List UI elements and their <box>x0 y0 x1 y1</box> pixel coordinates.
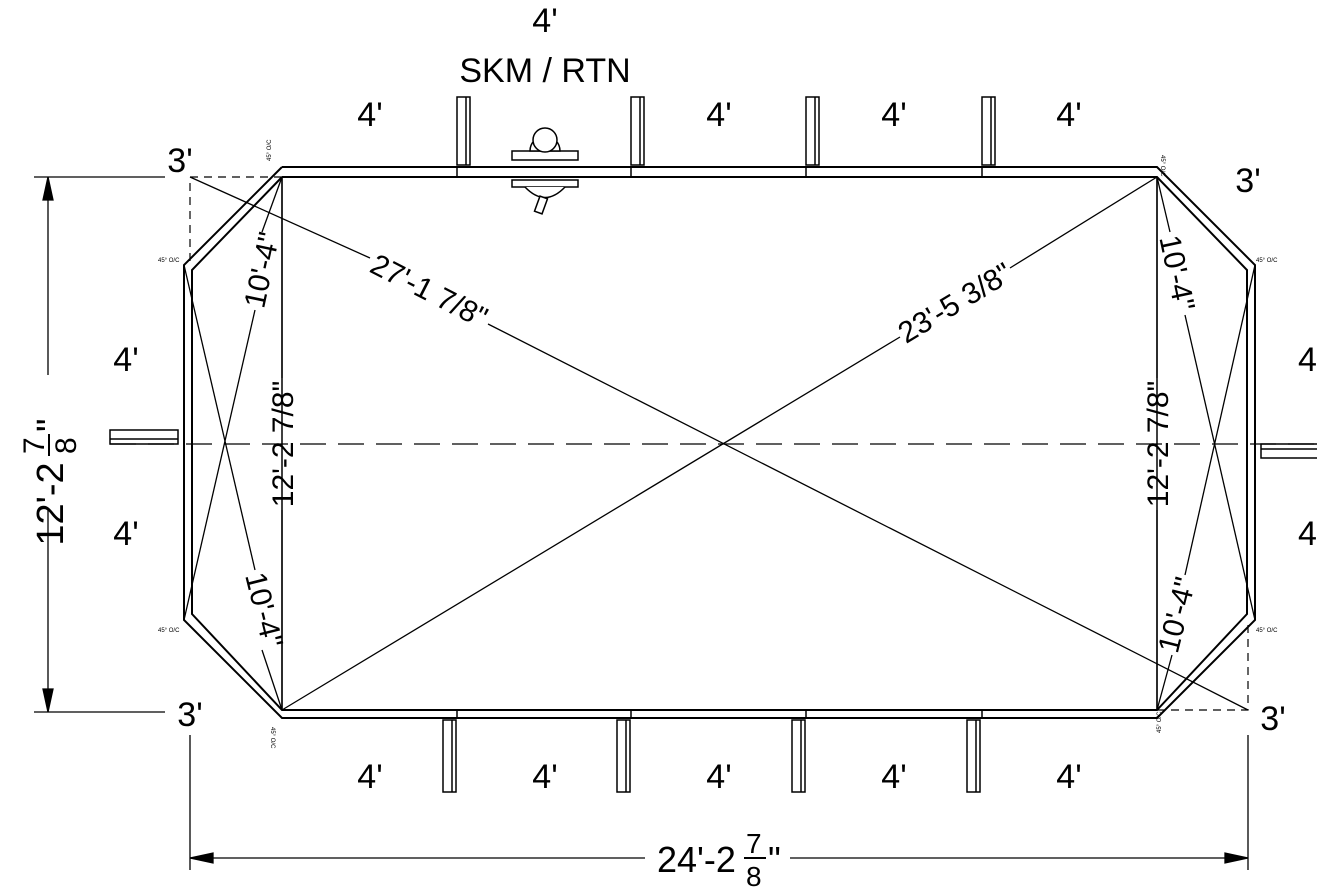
right-corner-diagonals <box>1156 176 1256 711</box>
corner-label-bottom-left: 3' <box>177 696 202 734</box>
angle-note: 45° O/C <box>269 727 275 749</box>
inner-width-label-left: 12'-2 7/8" <box>267 381 300 507</box>
left-corner-diagonals <box>183 176 283 711</box>
overall-width-numerator: 7 <box>18 437 51 454</box>
drawing-labels: 4' SKM / RTN 4' 4' 4' 4' 4' 4' 4' 4' 4' … <box>18 2 1317 892</box>
overall-width-inch: " <box>30 419 72 433</box>
top-panel-label: 4' <box>1056 96 1081 134</box>
long-diagonal-label: 27'-1 7/8" <box>365 248 493 335</box>
bottom-panel-label: 4' <box>357 758 382 796</box>
overall-length-numerator: 7 <box>746 828 762 859</box>
short-diagonal-label: 23'-5 3/8" <box>893 257 1018 350</box>
angle-note: 45° O/C <box>267 139 273 161</box>
panel-joints <box>456 167 983 718</box>
overall-length-denominator: 8 <box>746 861 762 892</box>
angle-note: 45° O/C <box>1256 258 1278 264</box>
angle-note: 45° O/C <box>1159 155 1165 177</box>
corner-diagonal-label: 10'-4" <box>238 569 289 651</box>
top-center-dim-label: 4' <box>532 2 557 40</box>
top-panel-label: 4' <box>881 96 906 134</box>
overall-length-dimension <box>189 735 1249 870</box>
skimmer-return-fitting <box>511 127 579 215</box>
inner-width-dim-lines <box>281 177 1158 710</box>
bottom-panel-label: 4' <box>706 758 731 796</box>
right-lower-label: 4' <box>1298 515 1317 553</box>
left-upper-label: 4' <box>113 341 138 379</box>
inner-width-label-right: 12'-2 7/8" <box>1142 381 1175 507</box>
top-panel-label: 4' <box>706 96 731 134</box>
overall-width-denominator: 8 <box>50 437 83 454</box>
corner-label-top-left: 3' <box>167 142 192 180</box>
skimmer-return-label: SKM / RTN <box>459 52 630 90</box>
pool-wall-outline <box>183 166 1256 719</box>
top-brackets <box>456 96 996 166</box>
overall-length-main: 24'-2 <box>657 839 736 880</box>
angle-note: 45° O/C <box>158 258 180 264</box>
overall-width-label: 12'-2 7 8 " <box>18 419 83 546</box>
side-brackets <box>109 429 1317 459</box>
bottom-brackets <box>442 719 981 793</box>
main-diagonals <box>189 176 1249 711</box>
overall-width-dimension <box>34 176 165 713</box>
overall-width-main: 12'-2 <box>30 462 72 545</box>
bottom-panel-label: 4' <box>1056 758 1081 796</box>
bottom-panel-label: 4' <box>881 758 906 796</box>
corner-diagonal-label: 10'-4" <box>238 229 286 311</box>
angle-note: 45° O/C <box>158 628 180 634</box>
overall-length-inch: " <box>768 839 781 880</box>
right-upper-label: 4' <box>1298 341 1317 379</box>
overall-length-label: 24'-2 7 8 " <box>657 828 781 892</box>
corner-diagonal-label: 10'-4" <box>1152 574 1203 656</box>
angle-note: 45° O/C <box>1157 711 1163 733</box>
top-panel-label: 4' <box>357 96 382 134</box>
angle-note: 45° O/C <box>1256 628 1278 634</box>
corner-diagonal-label: 10'-4" <box>1152 232 1200 314</box>
angle-notes: 45° O/C 45° O/C 45° O/C 45° O/C 45° O/C … <box>158 139 1278 749</box>
corner-label-top-right: 3' <box>1235 162 1260 200</box>
bottom-panel-label: 4' <box>532 758 557 796</box>
corner-label-bottom-right: 3' <box>1260 700 1285 738</box>
left-lower-label: 4' <box>113 515 138 553</box>
